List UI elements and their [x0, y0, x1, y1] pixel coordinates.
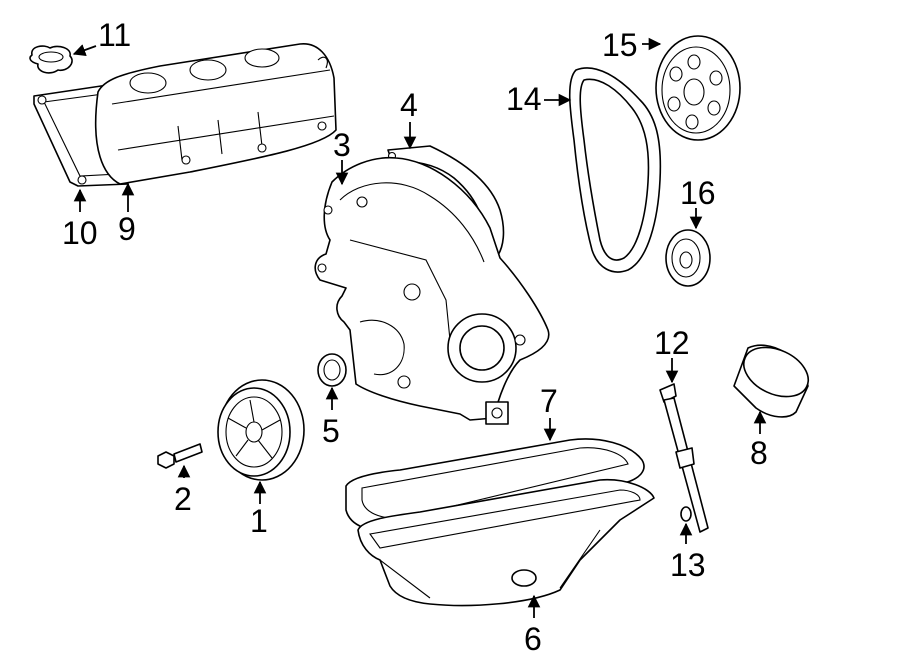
timing-chain — [568, 67, 662, 273]
callout-16: 16 — [680, 175, 716, 211]
callout-10: 10 — [62, 215, 98, 251]
callout-7: 7 — [540, 383, 558, 419]
leader-lines — [72, 37, 767, 618]
leader-11 — [72, 44, 97, 57]
dipstick-o-ring — [680, 506, 692, 522]
callout-4: 4 — [400, 87, 418, 123]
crankshaft-seal — [317, 353, 347, 387]
callout-2: 2 — [174, 481, 192, 517]
dipstick-tube — [659, 383, 709, 533]
callout-14: 14 — [506, 81, 542, 117]
callout-9: 9 — [118, 211, 136, 247]
callout-3: 3 — [333, 127, 351, 163]
valve-cover — [94, 43, 337, 185]
camshaft-sprocket — [655, 35, 741, 141]
oil-filler-cap — [29, 45, 73, 74]
oil-pan — [357, 478, 655, 607]
callout-11: 11 — [98, 17, 131, 53]
crankshaft-sprocket — [665, 229, 711, 287]
callout-1: 1 — [250, 503, 268, 539]
callout-12: 12 — [654, 325, 690, 361]
oil-filter — [733, 344, 809, 418]
pulley-bolt — [157, 443, 203, 469]
crankshaft-pulley — [217, 379, 305, 481]
callout-15: 15 — [602, 27, 638, 63]
callout-labels: 11 10 9 4 3 5 1 2 7 6 8 12 13 14 15 16 — [62, 17, 768, 657]
callout-8: 8 — [750, 435, 768, 471]
callout-13: 13 — [670, 547, 706, 583]
callout-5: 5 — [322, 413, 340, 449]
callout-6: 6 — [524, 621, 542, 657]
timing-chain-cover — [314, 156, 550, 425]
